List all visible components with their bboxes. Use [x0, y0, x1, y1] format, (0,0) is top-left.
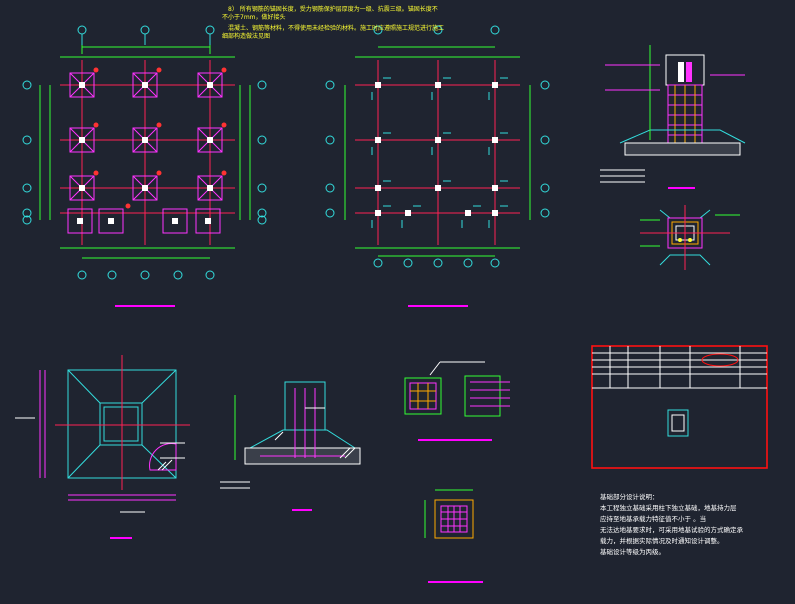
footing-section — [220, 381, 361, 511]
description-para2: 应持至地基承载力特征值不小于 。当 — [600, 515, 707, 523]
description-title: 基础部分设计说明： — [600, 493, 659, 501]
column-section-top-right — [600, 45, 746, 189]
general-notes-3: 混凝土、钢筋等材料，不得使用未经检验的材料。施工时应遵照施工规范进行施工 — [228, 25, 445, 32]
description-para3: 无法达地基要求时，可采用地基试验的方式确定承 — [600, 526, 743, 534]
column-section-small — [424, 489, 483, 583]
general-notes-2: 不小于7mm，做好接头 — [222, 14, 286, 21]
description-para4: 载力，并根据实际情况及时通知设计调整。 — [600, 537, 724, 545]
table-frame — [591, 345, 768, 469]
column-plan-middle — [325, 25, 550, 307]
general-notes-1: 8） 所有钢筋的锚固长度，受力钢筋保护层厚度为一级、抗震三级。锚固长度不 — [228, 6, 438, 13]
design-description: 基础部分设计说明： 本工程独立基础采用柱下独立基础，地基持力层 应持至地基承载力… — [600, 492, 760, 558]
column-plan-detail — [640, 205, 740, 270]
footing-plan-large — [15, 355, 190, 539]
description-para1: 本工程独立基础采用柱下独立基础，地基持力层 — [600, 504, 737, 512]
description-para5: 基础设计等级为丙级。 — [600, 548, 665, 556]
general-notes-4: 细部构造做法见图 — [222, 33, 271, 40]
rebar-details-center — [404, 361, 510, 441]
foundation-plan-left — [22, 25, 267, 307]
